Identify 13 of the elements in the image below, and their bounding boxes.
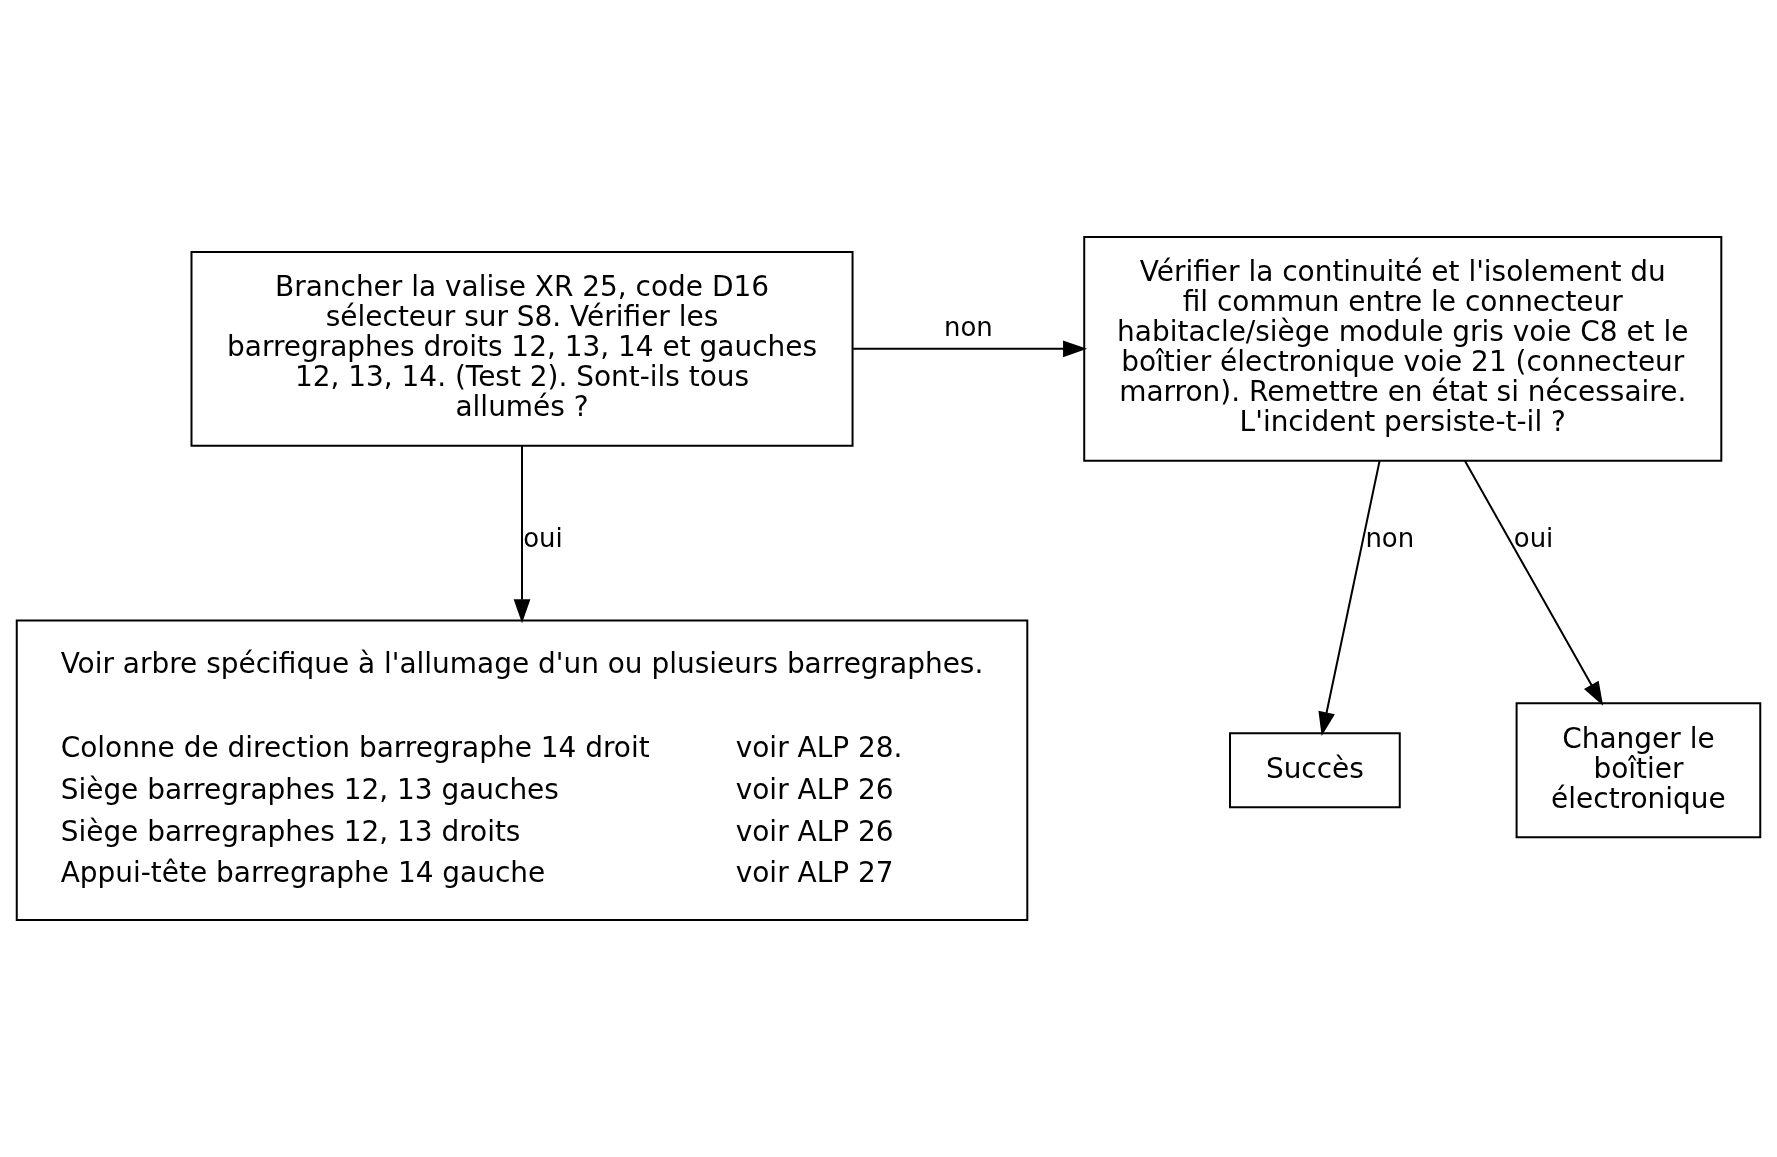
arrow xyxy=(852,340,1088,358)
arrow xyxy=(513,445,531,624)
node-box: Vérifier la continuité et l'isolement du fil commun entre le connecteur habitacle/siège module gris voie C8 et le boîtier électronique voie 21 (connecteur marron). Remettre en état si nécessaire. L'incident persiste-t-il ? xyxy=(1083,236,1723,462)
node-box: Brancher la valise XR 25, code D16 sélecteur sur S8. Vérifier les barregraphes droits 12, 13, 14 et gauches 12, 13, 14. (Test 2). Sont-ils tous allumés ? xyxy=(190,250,854,447)
arrow xyxy=(1318,460,1381,736)
arrow xyxy=(1464,460,1604,706)
edge-label: non xyxy=(1365,523,1415,554)
edge-label: non xyxy=(944,311,993,342)
edge-label: oui xyxy=(523,523,563,554)
node-box: Changer le boîtier électronique xyxy=(1515,702,1762,839)
edge-label: oui xyxy=(1513,523,1554,554)
node-box: Succès xyxy=(1229,732,1401,809)
node-box: Voir arbre spécifique à l'allumage d'un ou plusieurs barregraphes. Colonne de direction barregraphe 14 droit voir ALP 28. Siège barregraphes 12, 13 gauches voir ALP 26 Siège barregraphes 12, 13 droits voir ALP 26 Appui-tête barregraphe 14 gauche voir ALP 27 xyxy=(15,619,1029,921)
